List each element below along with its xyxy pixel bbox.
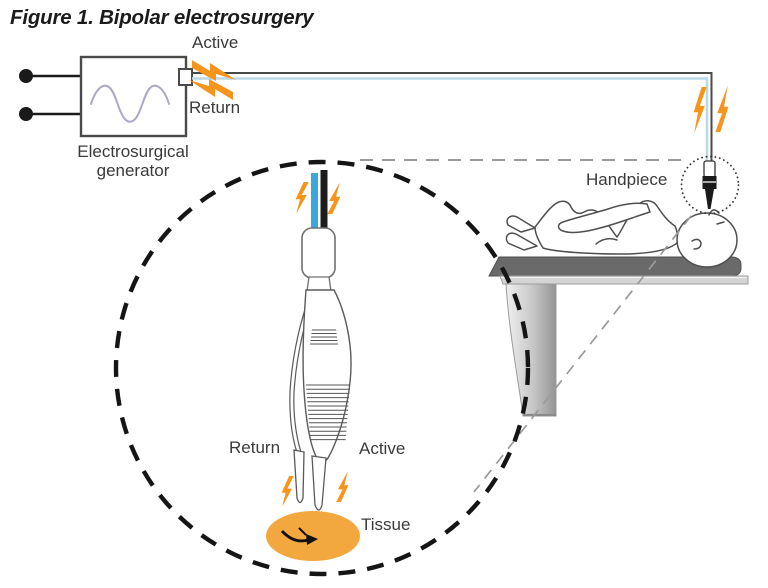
forceps-neck [306,276,332,292]
generator-output-port [178,68,193,86]
patient-foot [506,215,536,233]
lightning-bolt-icon [336,471,349,502]
sine-wave-icon [90,84,170,123]
forceps-tip-return [293,449,305,504]
lightning-bolt-icon [327,182,341,214]
lightning-bolt-icon [715,85,729,132]
forceps-grip-serrations-main [306,384,350,441]
active-lead-label: Active [192,33,239,52]
spark-arrow [280,530,309,543]
magnifier-circle [113,159,531,577]
active-wire [192,72,713,162]
generator-box [79,55,188,138]
generator-label: Electrosurgical generator [77,142,189,181]
patient-ear [691,238,702,250]
forceps-tip-active [311,455,327,511]
tissue-label: Tissue [361,515,411,534]
return-wire [192,77,709,162]
patient-hip-crease [595,237,618,245]
lightning-bolt-icon [693,87,707,134]
forceps-front-arm [302,289,352,463]
tissue-ellipse [266,511,360,561]
return-lead-label: Return [189,98,241,117]
bipolar-forceps [266,170,360,561]
patient-body [505,200,738,268]
lightning-bolt-icon [281,476,294,507]
handpiece-zoom-circle [680,155,740,215]
patient-arm [557,202,651,234]
spark-tick [298,527,307,536]
forceps-grip-serrations-upper [310,329,338,345]
power-plug-pins [19,69,81,121]
handpiece-label: Handpiece [586,170,668,189]
patient-eye [716,221,725,225]
zoom-connector-line-diagonal [473,215,692,493]
patient-head [676,212,738,268]
handpiece-forceps [702,160,717,209]
figure-title: Figure 1. Bipolar electrosurgery [10,6,314,29]
lightning-bolt-icon [295,182,309,214]
forceps-active-label: Active [359,439,406,458]
operating-table [488,256,749,417]
lightning-bolt-icon [189,79,233,100]
patient-foot [505,232,538,251]
spark-arrowhead [306,534,318,545]
forceps-return-label: Return [229,438,281,457]
forceps-connector [301,227,336,279]
